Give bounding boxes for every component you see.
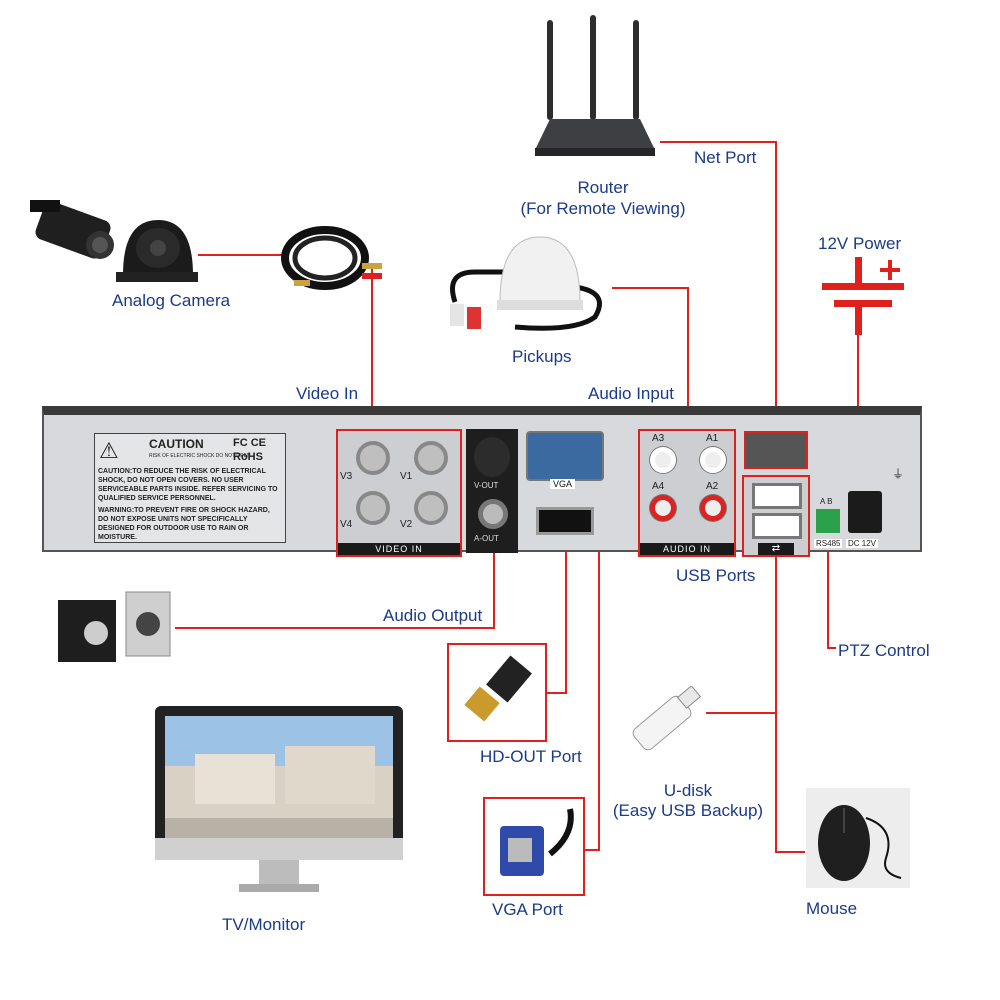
tv-monitor-image xyxy=(155,706,403,902)
mouse-image xyxy=(806,788,910,888)
vga-port: VGA xyxy=(526,431,604,489)
audio-in-group: A3 A1 A4 A2 AUDIO IN xyxy=(638,429,736,557)
dc12v-label: DC 12V xyxy=(846,539,879,548)
rca-a3 xyxy=(650,447,676,473)
bnc-v4 xyxy=(356,491,390,525)
usb-ports-label: USB Ports xyxy=(676,566,756,585)
ground-icon: ⏚ xyxy=(892,467,905,481)
bnc-v3 xyxy=(356,441,390,475)
a1-label: A1 xyxy=(706,433,719,444)
pickup-microphone-image xyxy=(435,232,615,342)
ab-label: A B xyxy=(820,497,833,506)
fc-ce-mark: FC CE xyxy=(233,437,266,449)
audio-in-strip: AUDIO IN xyxy=(640,543,734,555)
tv-monitor-label: TV/Monitor xyxy=(222,915,306,934)
ethernet-port xyxy=(744,431,808,469)
vout-label: V-OUT xyxy=(474,481,499,490)
analog-camera-image xyxy=(28,190,198,285)
usb-icon: ⇄ xyxy=(758,543,794,555)
vga-label: VGA xyxy=(550,479,576,489)
warning-triangle-icon: ⚠ xyxy=(99,438,119,463)
v4-label: V4 xyxy=(340,519,353,530)
vga-cable-image xyxy=(490,804,578,890)
rca-a4 xyxy=(650,495,676,521)
bnc-cable-image xyxy=(280,218,390,298)
rs485-label: RS485 xyxy=(814,539,843,548)
v2-label: V2 xyxy=(400,519,413,530)
caution-label: ⚠ CAUTION RISK OF ELECTRIC SHOCK DO NOT … xyxy=(94,433,286,543)
caution-text: CAUTION:TO REDUCE THE RISK OF ELECTRICAL… xyxy=(98,468,278,502)
warning-text: WARNING:TO PREVENT FIRE OR SHOCK HAZARD,… xyxy=(98,507,270,541)
ptz-control-label: PTZ Control xyxy=(838,641,930,660)
net-port-label: Net Port xyxy=(694,148,757,167)
bnc-v1 xyxy=(414,441,448,475)
a2-label: A2 xyxy=(706,481,719,492)
usb-port-1 xyxy=(752,483,802,509)
rohs-mark: RoHS xyxy=(233,451,263,463)
video-in-strip: VIDEO IN xyxy=(338,543,460,555)
aout-label: A-OUT xyxy=(474,534,499,543)
analog-camera-label: Analog Camera xyxy=(112,291,231,310)
a3-label: A3 xyxy=(652,433,665,444)
video-in-label: Video In xyxy=(296,384,359,403)
dvr-back-panel: ⚠ CAUTION RISK OF ELECTRIC SHOCK DO NOT … xyxy=(42,406,922,557)
router-sublabel: (For Remote Viewing) xyxy=(520,199,686,218)
speakers-image xyxy=(56,588,174,666)
vga-port-label: VGA Port xyxy=(492,900,563,919)
video-in-group: V3 V1 V4 V2 VIDEO IN xyxy=(336,429,462,557)
v3-label: V3 xyxy=(340,471,353,482)
aout-port xyxy=(478,499,508,529)
a4-label: A4 xyxy=(652,481,665,492)
bnc-v2 xyxy=(414,491,448,525)
audio-output-label: Audio Output xyxy=(383,606,483,625)
udisk-label: U-disk xyxy=(663,781,713,800)
usb-port-2 xyxy=(752,513,802,539)
power-12v-label: 12V Power xyxy=(818,234,902,253)
mouse-label: Mouse xyxy=(806,899,858,918)
dc-power-port xyxy=(848,491,882,533)
hdmi-plug-image xyxy=(455,650,541,736)
rca-a2 xyxy=(700,495,726,521)
caution-subtitle: RISK OF ELECTRIC SHOCK DO NOT OPEN xyxy=(149,453,251,459)
usb-group: ⇄ xyxy=(742,475,810,557)
udisk-image xyxy=(622,685,708,754)
hd-out-port-label: HD-OUT Port xyxy=(480,747,582,766)
vout-aout-group: V-OUT A-OUT xyxy=(466,429,518,553)
audio-input-label: Audio Input xyxy=(588,384,675,403)
router-image xyxy=(530,15,660,160)
caution-title: CAUTION xyxy=(149,437,204,451)
vout-port xyxy=(474,437,510,477)
rs485-terminal xyxy=(816,509,840,533)
pickups-label: Pickups xyxy=(512,347,572,366)
v1-label: V1 xyxy=(400,471,413,482)
udisk-sublabel: (Easy USB Backup) xyxy=(612,801,764,820)
hdmi-port xyxy=(536,507,594,535)
router-label: Router xyxy=(577,178,629,197)
rca-a1 xyxy=(700,447,726,473)
